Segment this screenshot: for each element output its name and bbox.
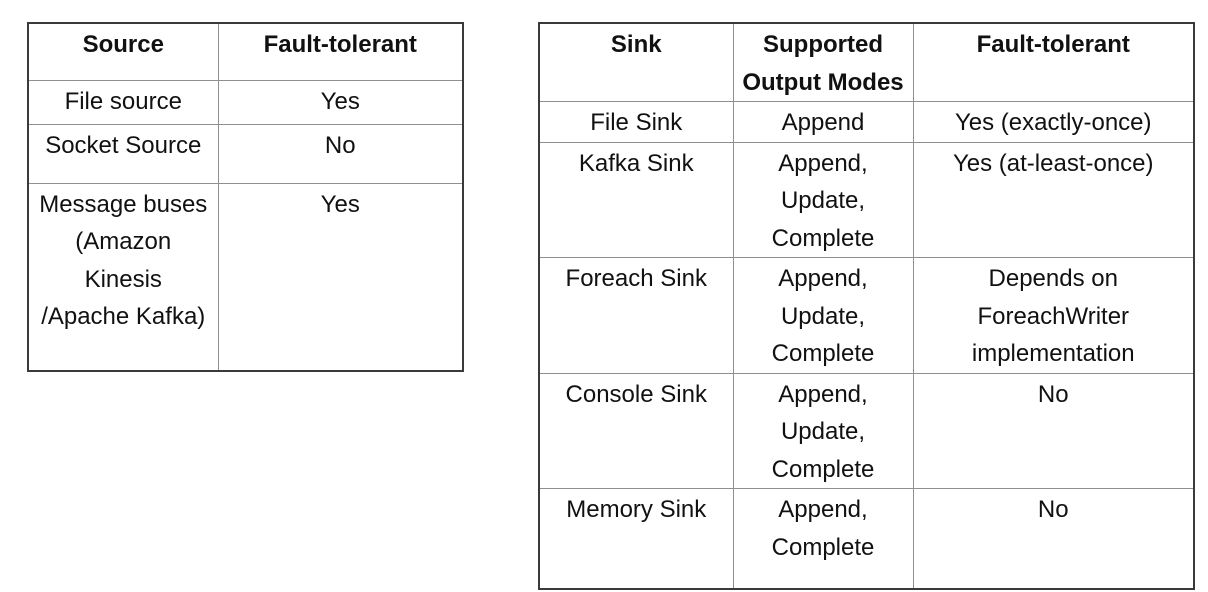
output-modes-header-cell: Supported Output Modes (732, 22, 914, 102)
fault-tolerant-cell: Yes (at-least-once) (912, 141, 1195, 258)
fault-tolerant-cell: No (217, 123, 464, 184)
source-name-cell: Socket Source (27, 123, 219, 184)
sink-header-cell: Sink (538, 22, 734, 102)
source-table: Source Fault-tolerant File source Yes So… (27, 22, 464, 372)
fault-tolerant-header-cell: Fault-tolerant (912, 22, 1195, 102)
fault-tolerant-cell: Depends on ForeachWriter implementation (912, 257, 1195, 374)
output-modes-cell: Append, Update, Complete (732, 141, 914, 258)
output-modes-cell: Append, Update, Complete (732, 372, 914, 489)
source-name-cell: File source (27, 79, 219, 125)
table-row: File source Yes (27, 79, 464, 125)
table-row: File Sink Append Yes (exactly-once) (538, 101, 1195, 143)
table-row: Kafka Sink Append, Update, Complete Yes … (538, 141, 1195, 258)
fault-tolerant-cell: No (912, 488, 1195, 589)
fault-tolerant-header-cell: Fault-tolerant (217, 22, 464, 81)
sink-name-cell: Memory Sink (538, 488, 734, 589)
sink-name-cell: File Sink (538, 101, 734, 143)
source-name-cell: Message buses (Amazon Kinesis /Apache Ka… (27, 182, 219, 372)
table-row: Memory Sink Append, Complete No (538, 488, 1195, 589)
source-table-header-row: Source Fault-tolerant (27, 22, 464, 81)
fault-tolerant-cell: Yes (217, 79, 464, 125)
table-row: Foreach Sink Append, Update, Complete De… (538, 257, 1195, 374)
fault-tolerant-cell: Yes (exactly-once) (912, 101, 1195, 143)
source-header-cell: Source (27, 22, 219, 81)
sink-name-cell: Console Sink (538, 372, 734, 489)
table-row: Message buses (Amazon Kinesis /Apache Ka… (27, 182, 464, 372)
output-modes-cell: Append, Update, Complete (732, 257, 914, 374)
sink-table-header-row: Sink Supported Output Modes Fault-tolera… (538, 22, 1195, 102)
sink-name-cell: Kafka Sink (538, 141, 734, 258)
output-modes-cell: Append (732, 101, 914, 143)
fault-tolerant-cell: No (912, 372, 1195, 489)
table-row: Socket Source No (27, 123, 464, 184)
sink-name-cell: Foreach Sink (538, 257, 734, 374)
output-modes-cell: Append, Complete (732, 488, 914, 589)
table-row: Console Sink Append, Update, Complete No (538, 372, 1195, 489)
fault-tolerant-cell: Yes (217, 182, 464, 372)
sink-table: Sink Supported Output Modes Fault-tolera… (538, 22, 1195, 590)
